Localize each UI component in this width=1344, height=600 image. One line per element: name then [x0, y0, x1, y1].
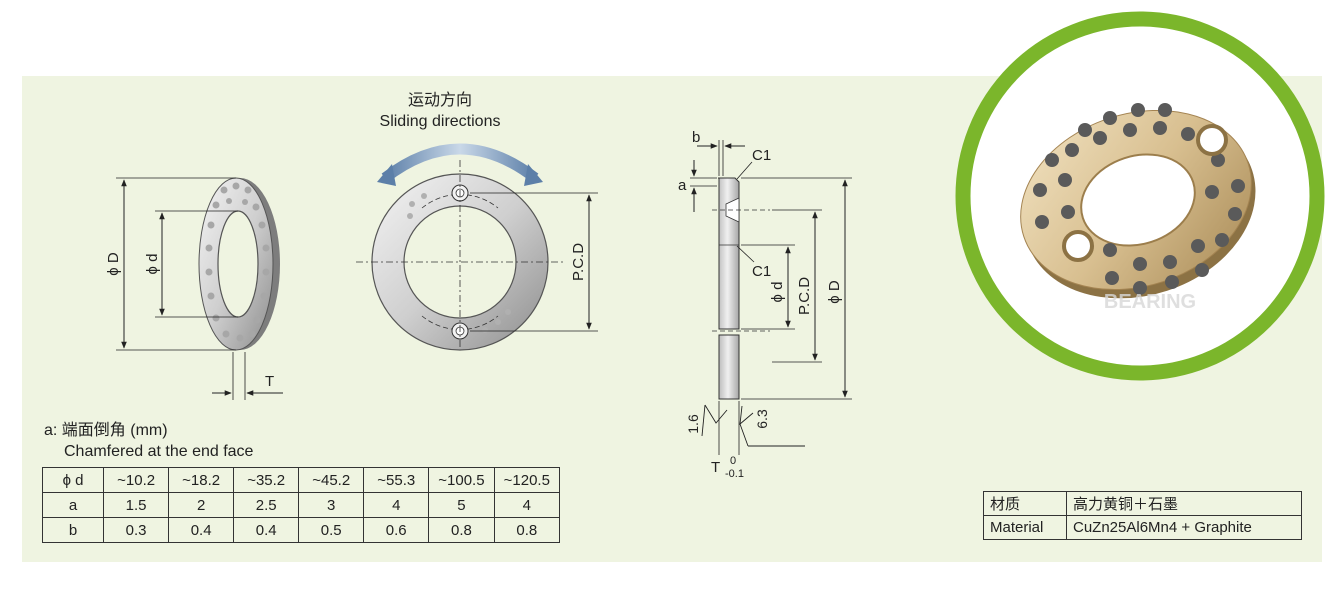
- table-header-cell: ~35.2: [233, 467, 300, 493]
- section-thickness-label: T: [711, 459, 720, 476]
- washer-perspective-view: ϕ D ϕ d T: [105, 177, 283, 400]
- table-cell: 0.4: [168, 517, 235, 543]
- product-photo: BEARING: [955, 11, 1325, 381]
- table-header-cell: ~10.2: [103, 467, 170, 493]
- table-cell: 0.4: [233, 517, 300, 543]
- sliding-direction-zh: 运动方向: [407, 92, 472, 109]
- arrow-left-icon: [377, 164, 396, 186]
- table-header-cell: ~55.3: [363, 467, 430, 493]
- table-cell: 2.5: [233, 492, 300, 518]
- outer-diameter-label: ϕ D: [105, 252, 122, 276]
- material-value-zh: 高力黄铜＋石墨: [1066, 491, 1302, 516]
- section-inner-diameter-label: ϕ d: [769, 282, 786, 303]
- tolerance-lower-label: -0.1: [725, 468, 744, 480]
- chamfer-note-zh: a: 端面倒角 (mm): [44, 422, 168, 439]
- table-cell: 3: [298, 492, 365, 518]
- material-label-en: Material: [983, 515, 1067, 540]
- table-row: Material CuZn25Al6Mn4 + Graphite: [983, 515, 1302, 540]
- roughness-left-label: 1.6: [685, 414, 701, 434]
- table-cell: a: [41, 492, 105, 518]
- tolerance-upper-label: 0: [730, 455, 736, 467]
- inner-diameter-label: ϕ d: [144, 254, 161, 275]
- table-header-cell: ~45.2: [298, 467, 365, 493]
- sliding-direction-caption: 运动方向 Sliding directions: [330, 90, 550, 132]
- table-header-cell: ~18.2: [168, 467, 235, 493]
- chamfer-height-label: a: [678, 177, 687, 194]
- watermark-text: BEARING: [1104, 291, 1196, 313]
- table-header-cell: ϕ d: [41, 467, 105, 493]
- washer-front-view: P.C.D: [356, 143, 598, 351]
- chamfer-note: a: 端面倒角 (mm) Chamfered at the end face: [44, 420, 253, 462]
- table-cell: 0.8: [428, 517, 495, 543]
- arrow-right-icon: [524, 164, 543, 186]
- sliding-direction-en: Sliding directions: [379, 113, 501, 130]
- table-header-cell: ~120.5: [493, 467, 561, 493]
- table-cell: 5: [428, 492, 495, 518]
- dimension-table: ϕ d ~10.2 ~18.2 ~35.2 ~45.2 ~55.3 ~100.5…: [41, 467, 561, 543]
- chamfer-c1-top-label: C1: [752, 147, 771, 164]
- chamfer-c1-bottom-label: C1: [752, 263, 771, 280]
- table-cell: 0.3: [103, 517, 170, 543]
- table-cell: 4: [363, 492, 430, 518]
- chamfer-note-en: Chamfered at the end face: [64, 443, 254, 460]
- thickness-label: T: [265, 373, 274, 390]
- table-header-cell: ~100.5: [428, 467, 495, 493]
- table-header-row: ϕ d ~10.2 ~18.2 ~35.2 ~45.2 ~55.3 ~100.5…: [41, 467, 561, 493]
- table-cell: 0.6: [363, 517, 430, 543]
- table-cell: 0.8: [493, 517, 561, 543]
- table-row: a 1.5 2 2.5 3 4 5 4: [41, 492, 561, 518]
- table-row: b 0.3 0.4 0.4 0.5 0.6 0.8 0.8: [41, 517, 561, 543]
- roughness-right-label: 6.3: [754, 409, 770, 429]
- washer-section-view: b a C1 C1 ϕ d P.C.D ϕ D 1.6 6.3: [678, 129, 852, 480]
- table-cell: 2: [168, 492, 235, 518]
- section-outer-diameter-label: ϕ D: [826, 280, 843, 304]
- pcd-label-front: P.C.D: [570, 243, 587, 281]
- material-label-zh: 材质: [983, 491, 1067, 516]
- table-row: 材质 高力黄铜＋石墨: [983, 491, 1302, 516]
- table-cell: 1.5: [103, 492, 170, 518]
- pcd-label-section: P.C.D: [796, 277, 813, 315]
- table-cell: 4: [493, 492, 561, 518]
- material-table: 材质 高力黄铜＋石墨 Material CuZn25Al6Mn4 + Graph…: [983, 491, 1302, 540]
- chamfer-width-label: b: [692, 129, 700, 146]
- table-cell: 0.5: [298, 517, 365, 543]
- material-value-en: CuZn25Al6Mn4 + Graphite: [1066, 515, 1302, 540]
- table-cell: b: [41, 517, 105, 543]
